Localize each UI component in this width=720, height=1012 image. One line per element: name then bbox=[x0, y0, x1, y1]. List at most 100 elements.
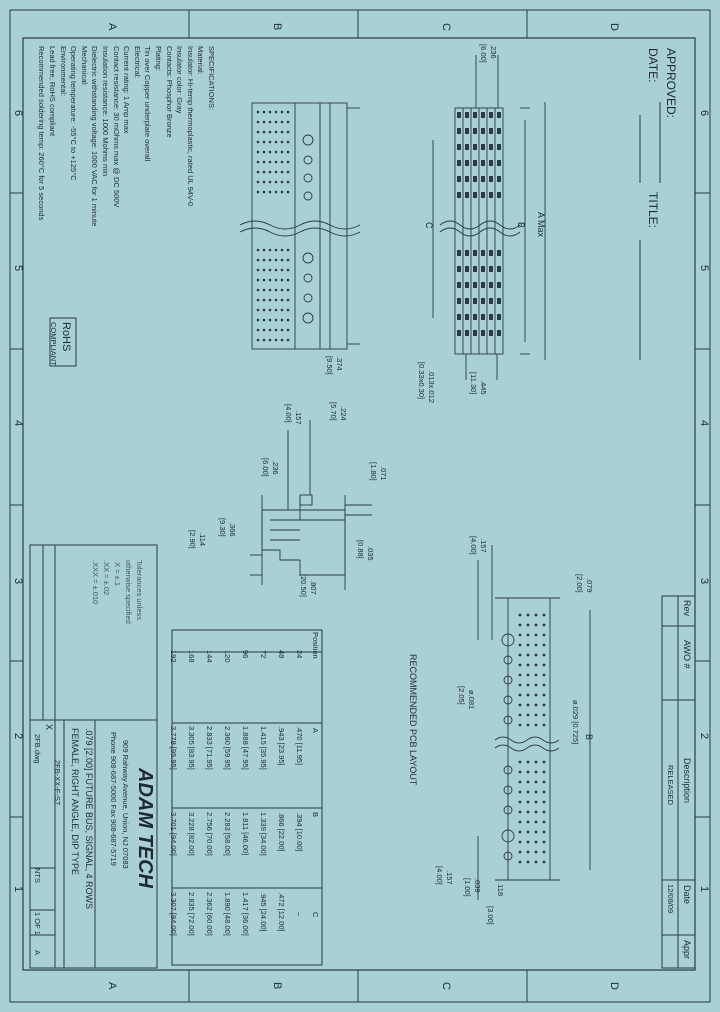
dim-445: .445 bbox=[479, 380, 488, 395]
pcb-title: RECOMMENDED PCB LAYOUT bbox=[408, 654, 418, 786]
table-cell: 120 bbox=[223, 650, 232, 663]
table-header-a: A bbox=[311, 728, 320, 734]
table-cell: 168 bbox=[187, 650, 196, 663]
pcb-layout bbox=[477, 545, 591, 900]
position-table-grid bbox=[171, 629, 323, 966]
sheet-number: 1 OF 1 bbox=[33, 912, 42, 935]
dim-b: B bbox=[516, 222, 526, 229]
dim-2050: [20.50] bbox=[299, 574, 308, 597]
table-cell: 24 bbox=[295, 650, 304, 659]
zone-left-5: 5 bbox=[12, 265, 24, 272]
dim-600b: [6.00] bbox=[261, 458, 270, 477]
dim-a-max: A Max bbox=[536, 212, 546, 238]
connector-front-view bbox=[239, 102, 361, 350]
rev-header-description: Description bbox=[682, 758, 692, 804]
dim-088: [0.88] bbox=[356, 540, 365, 559]
table-cell: 192 bbox=[169, 650, 178, 663]
zone-left-4: 4 bbox=[12, 420, 24, 427]
company-phone: Phone 908-687-5000 Fax 908-687-5719 bbox=[109, 732, 118, 866]
zone-top-d: D bbox=[608, 23, 620, 31]
approved-label: APPROVED: bbox=[664, 48, 678, 119]
title-block-grid bbox=[29, 544, 158, 969]
table-cell: 96 bbox=[241, 650, 250, 659]
dim-366: .366 bbox=[228, 522, 237, 537]
date-label: DATE: bbox=[646, 48, 660, 83]
pcb-400b: [4.00] bbox=[435, 866, 444, 885]
zone-bottom-c: C bbox=[440, 982, 452, 990]
connector-side-view bbox=[250, 420, 372, 590]
dim-035: .035 bbox=[366, 546, 375, 561]
table-cell: .943 [23.95] bbox=[277, 726, 286, 766]
pcb-200: [2.00] bbox=[575, 574, 584, 593]
scale: NTS bbox=[33, 868, 42, 883]
dim-290: [2.90] bbox=[188, 530, 197, 549]
dim-236: .236 bbox=[489, 44, 498, 59]
zone-top-c: C bbox=[440, 23, 452, 31]
table-cell: 48 bbox=[277, 650, 286, 659]
dim-c: C bbox=[424, 222, 434, 229]
connector-top-pins bbox=[457, 112, 501, 336]
pcb-100: [1.00] bbox=[463, 878, 472, 897]
table-cell: .470 [11.95] bbox=[295, 726, 304, 766]
dim-374: .374 bbox=[335, 356, 344, 371]
dim-930: [9.30] bbox=[218, 518, 227, 537]
pcb-400: [4.00] bbox=[469, 536, 478, 555]
zone-right-4: 4 bbox=[698, 420, 710, 427]
table-header-b: B bbox=[311, 812, 320, 818]
table-cell: .866 [22.00] bbox=[277, 812, 286, 852]
sheet-size: A bbox=[33, 950, 42, 956]
table-cell: 2.756 [70.00] bbox=[205, 812, 214, 856]
zone-right-3: 3 bbox=[698, 578, 710, 585]
zone-bottom-a: A bbox=[106, 982, 118, 990]
pcb-118: .118 bbox=[496, 882, 505, 897]
rev-date: 12/08/09 bbox=[666, 884, 675, 914]
dim-570: [5.70] bbox=[329, 402, 338, 421]
table-header-c: C bbox=[311, 912, 320, 918]
rohs-compliant: COMPLIANT bbox=[49, 322, 58, 366]
dim-1130: [11.30] bbox=[469, 372, 478, 395]
pcb-300: [3.00] bbox=[486, 906, 495, 925]
table-cell: 2.360 [59.95] bbox=[223, 726, 232, 770]
table-cell: 3.305 [83.95] bbox=[187, 726, 196, 770]
zone-bottom-d: D bbox=[608, 982, 620, 990]
tolerance-notes: Tolerances unless otherwise specified .X… bbox=[91, 560, 144, 624]
table-cell: 3.701 [94.00] bbox=[169, 812, 178, 856]
table-cell: 3.778 [95.95] bbox=[169, 726, 178, 770]
pcb-081: ø.081 bbox=[467, 690, 476, 710]
pcb-205: [2.05] bbox=[457, 686, 466, 705]
zone-right-6: 6 bbox=[698, 110, 710, 117]
table-header-position: Position bbox=[311, 632, 320, 659]
part-number: 2FB-XX-F-ST bbox=[53, 760, 62, 806]
pcb-157: .157 bbox=[479, 538, 488, 553]
zone-top-b: B bbox=[271, 23, 283, 31]
part-description-1: .079 [2.00] FUTURE BUS, SIGNAL, 4 ROWS bbox=[84, 728, 94, 910]
part-description-2: FEMALE, RIGHT ANGLE, DIP TYPE bbox=[70, 728, 80, 876]
x-mark: X bbox=[44, 724, 54, 731]
rev-header-appr: Appr bbox=[682, 940, 692, 960]
zone-left-6: 6 bbox=[12, 110, 24, 117]
title-label: TITLE: bbox=[646, 192, 660, 229]
dim-071: .071 bbox=[379, 466, 388, 481]
pcb-029: ø.029 [0.725] bbox=[571, 700, 580, 745]
dim-400: [4.00] bbox=[284, 404, 293, 423]
table-cell: 1.339 [34.00] bbox=[259, 812, 268, 856]
rohs-logo: RoHS bbox=[60, 322, 72, 352]
table-cell: 72 bbox=[259, 650, 268, 659]
zone-left-3: 3 bbox=[12, 578, 24, 585]
table-cell: .472 [12.00] bbox=[277, 892, 286, 932]
table-cell: 2.362 [60.00] bbox=[205, 892, 214, 936]
table-cell: 1.417 [36.00] bbox=[241, 892, 250, 936]
dim-013: .013x.012 bbox=[427, 370, 436, 403]
zone-bottom-b: B bbox=[271, 982, 283, 990]
dim-033: [0.33x0.30] bbox=[417, 362, 426, 400]
pcb-157b: .157 bbox=[445, 870, 454, 885]
table-cell: 1.415 [35.95] bbox=[259, 726, 268, 770]
table-cell: 144 bbox=[205, 650, 214, 663]
table-cell: – bbox=[295, 912, 304, 917]
pcb-b: B bbox=[584, 734, 594, 741]
pcb-039: .039 bbox=[473, 878, 482, 893]
company-address: 909 Rahway Avenue, Union, NJ 07083 bbox=[121, 740, 130, 869]
zone-right-1: 1 bbox=[698, 886, 710, 893]
rev-header-rev: Rev bbox=[682, 600, 692, 617]
